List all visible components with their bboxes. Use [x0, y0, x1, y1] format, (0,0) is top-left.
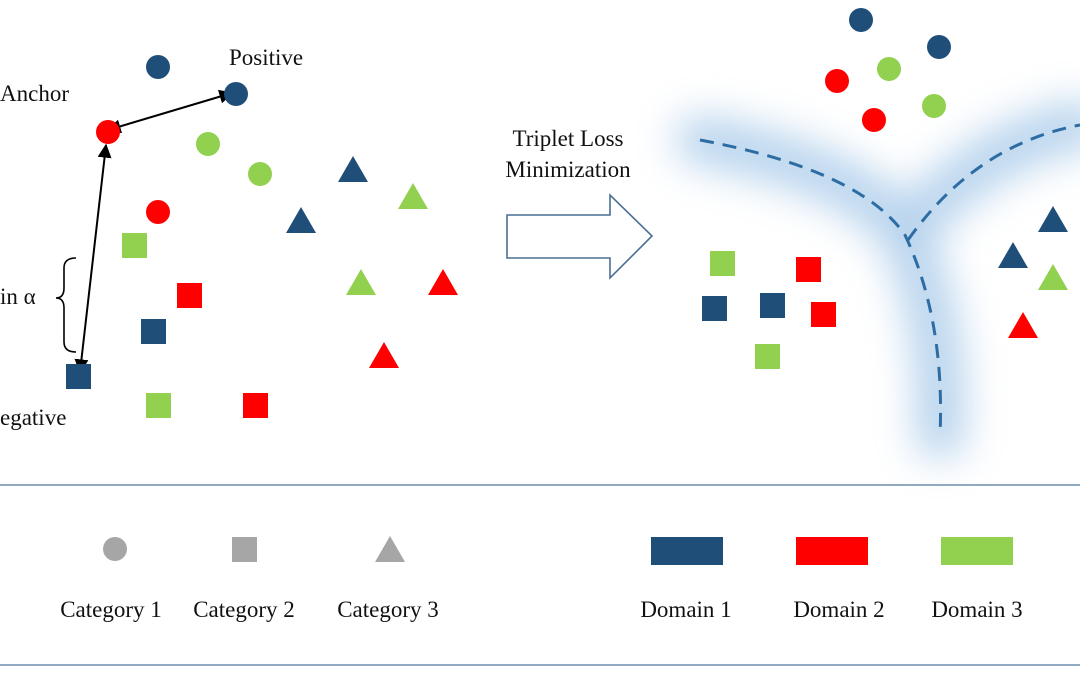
positive-label: Positive — [229, 45, 303, 70]
point-triangle-domain1 — [338, 156, 368, 182]
legend-category1-label: Category 1 — [60, 597, 162, 622]
point-triangle-domain3 — [1038, 264, 1068, 290]
negative-label: egative — [0, 405, 66, 430]
point-circle-domain1 — [146, 55, 170, 79]
point-circle-domain2 — [825, 69, 849, 93]
point-circle-domain3 — [248, 162, 272, 186]
point-triangle-domain3 — [346, 269, 376, 295]
after-panel — [676, 8, 1080, 459]
point-triangle-domain2 — [428, 269, 458, 295]
legend-category2-square-icon — [232, 537, 257, 562]
point-triangle-domain3 — [398, 183, 428, 209]
point-triangle-domain1 — [998, 242, 1028, 268]
legend-domain3-swatch — [941, 537, 1013, 565]
legend-domain1-swatch — [651, 537, 723, 565]
point-triangle-domain2 — [1008, 312, 1038, 338]
point-circle-domain1 — [849, 8, 873, 32]
point-square-domain3 — [122, 233, 147, 258]
point-square-domain3 — [146, 393, 171, 418]
process-label-line1: Triplet Loss — [513, 126, 624, 151]
anchor-label: Anchor — [0, 81, 69, 106]
point-circle-domain2 — [146, 200, 170, 224]
anchor-point — [96, 120, 120, 144]
legend-category3-triangle-icon — [375, 536, 405, 562]
positive-point — [224, 82, 248, 106]
legend-domain1-label: Domain 1 — [640, 597, 731, 622]
point-square-domain2 — [811, 302, 836, 327]
negative-point — [66, 364, 91, 389]
legend-domain2-swatch — [796, 537, 868, 565]
point-circle-domain3 — [877, 57, 901, 81]
point-square-domain2 — [177, 283, 202, 308]
point-square-domain1 — [760, 293, 785, 318]
legend-category2-label: Category 2 — [193, 597, 295, 622]
point-square-domain3 — [755, 344, 780, 369]
legend-domain3-label: Domain 3 — [931, 597, 1022, 622]
before-panel: Anchor Positive in α egative — [0, 45, 458, 430]
anchor-positive-arrow — [106, 89, 234, 134]
process: Triplet Loss Minimization — [505, 126, 654, 280]
decision-boundary — [699, 138, 943, 436]
point-circle-domain3 — [922, 94, 946, 118]
point-square-domain3 — [710, 251, 735, 276]
legend-category3-label: Category 3 — [337, 597, 439, 622]
margin-label: in α — [0, 284, 36, 309]
point-square-domain1 — [141, 319, 166, 344]
point-triangle-domain1 — [1038, 206, 1068, 232]
legend-domain2-label: Domain 2 — [793, 597, 884, 622]
boundary-glow — [676, 101, 1080, 459]
point-triangle-domain1 — [286, 207, 316, 233]
point-circle-domain3 — [196, 132, 220, 156]
legend-category1-circle-icon — [103, 537, 127, 561]
legend: Category 1 Category 2 Category 3 Domain … — [60, 536, 1023, 622]
anchor-negative-arrow — [74, 143, 112, 374]
point-circle-domain1 — [927, 35, 951, 59]
decision-boundary — [906, 123, 1080, 241]
point-triangle-domain2 — [369, 342, 399, 368]
process-label-line2: Minimization — [505, 157, 631, 182]
point-circle-domain2 — [862, 108, 886, 132]
point-square-domain2 — [243, 393, 268, 418]
point-square-domain1 — [702, 296, 727, 321]
point-square-domain2 — [796, 257, 821, 282]
block-right-arrow-icon — [506, 193, 654, 280]
curly-brace-icon — [55, 257, 77, 353]
